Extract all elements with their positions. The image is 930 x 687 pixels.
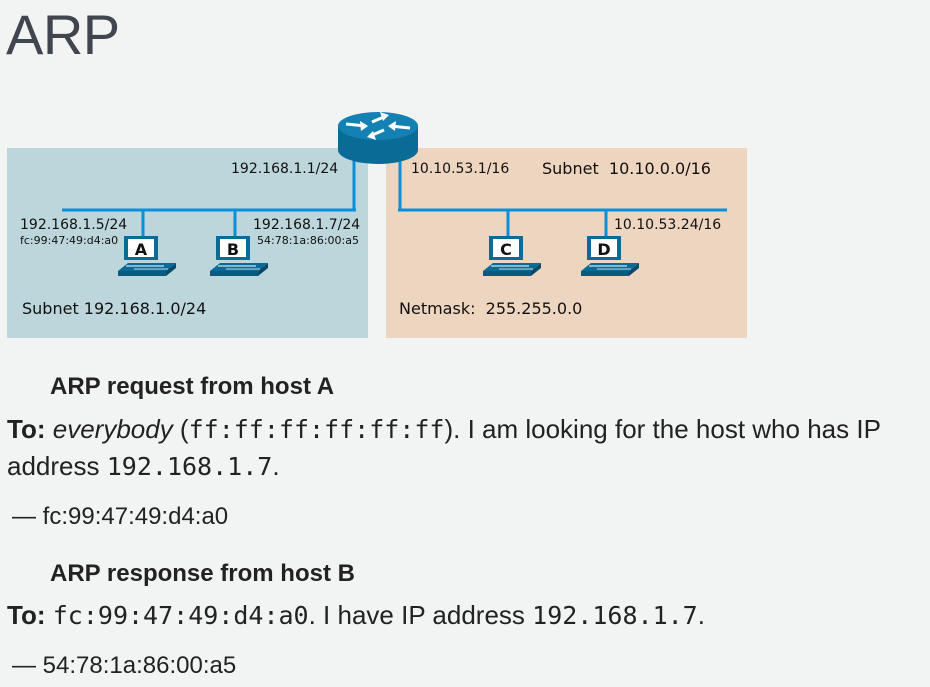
response-message: To: fc:99:47:49:d4:a0. I have IP address…: [7, 597, 927, 634]
host-a-ip: 192.168.1.5/24: [20, 217, 127, 233]
host-b-icon: B: [209, 235, 269, 277]
host-d-ip: 10.10.53.24/16: [614, 217, 721, 233]
response-ip: 192.168.1.7: [532, 601, 698, 630]
right-subnet-area: [386, 148, 747, 338]
host-b-mac: 54:78:1a:86:00:a5: [257, 234, 359, 247]
host-c-icon: C: [482, 235, 542, 277]
host-d-label: D: [597, 240, 610, 259]
request-open-paren: (: [172, 414, 189, 444]
host-b-label: B: [227, 240, 239, 259]
response-end: .: [697, 600, 705, 630]
left-subnet-label: Subnet 192.168.1.0/24: [22, 299, 206, 318]
response-to-addr: fc:99:47:49:d4:a0: [52, 601, 309, 630]
response-body-text: . I have IP address: [308, 600, 533, 630]
router-right-ip: 10.10.53.1/16: [411, 161, 509, 177]
request-end: .: [272, 451, 280, 481]
request-to-addr: ff:ff:ff:ff:ff:ff: [188, 415, 445, 444]
request-to-name: everybody: [52, 414, 173, 444]
router-icon: [338, 112, 418, 164]
request-ip: 192.168.1.7: [106, 452, 273, 481]
request-to-label: To:: [7, 414, 46, 444]
request-body-text: ). I am looking for the host who has IP …: [7, 414, 881, 481]
host-a-label: A: [135, 240, 148, 259]
request-signature: — fc:99:47:49:d4:a0: [12, 503, 229, 530]
request-message: To: everybody (ff:ff:ff:ff:ff:ff). I am …: [7, 411, 927, 485]
response-heading: ARP response from host B: [50, 560, 355, 587]
response-signature: — 54:78:1a:86:00:a5: [12, 652, 237, 679]
right-subnet-label: Subnet 10.10.0.0/16: [542, 159, 711, 178]
host-c-label: C: [500, 240, 512, 259]
host-a-mac: fc:99:47:49:d4:a0: [20, 234, 118, 247]
request-heading: ARP request from host A: [50, 373, 335, 400]
response-to-label: To:: [7, 600, 46, 630]
network-diagram: A B C D 192.168.1.1/24 10.10.53.1/16 Sub…: [7, 112, 747, 338]
page-title: ARP: [6, 3, 120, 66]
host-d-icon: D: [580, 235, 640, 277]
netmask-label: Netmask: 255.255.0.0: [399, 299, 582, 318]
host-a-icon: A: [117, 235, 177, 277]
left-subnet-area: [7, 148, 368, 338]
host-b-ip: 192.168.1.7/24: [253, 217, 360, 233]
router-left-ip: 192.168.1.1/24: [231, 161, 338, 177]
